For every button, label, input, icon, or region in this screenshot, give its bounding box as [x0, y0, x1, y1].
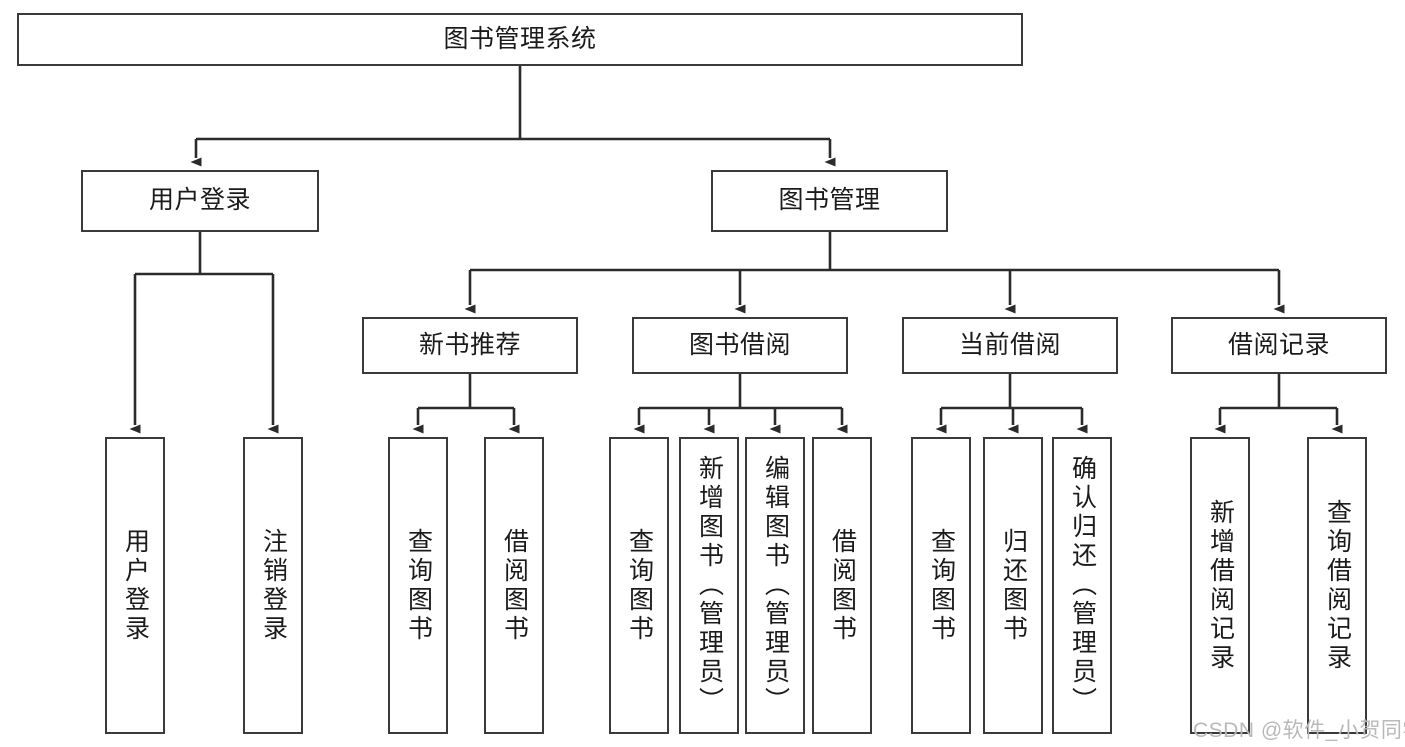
node-new-book-recommend-label: 新书推荐 — [418, 330, 521, 359]
node-leaf-borrow-book-2[interactable]: 借阅图书 — [812, 437, 872, 734]
node-root[interactable]: 图书管理系统 — [17, 13, 1023, 66]
node-leaf-confirm-return-admin-label: 确认归还（管理员） — [1068, 455, 1097, 716]
node-leaf-edit-book-admin-label: 编辑图书（管理员） — [761, 455, 790, 716]
node-leaf-borrow-book-2-label: 借阅图书 — [828, 527, 857, 644]
node-user-login-label: 用户登录 — [148, 186, 251, 215]
node-leaf-query-book-3[interactable]: 查询图书 — [911, 437, 971, 734]
node-book-manage[interactable]: 图书管理 — [711, 170, 948, 232]
node-leaf-return-book[interactable]: 归还图书 — [983, 437, 1043, 734]
node-leaf-add-record-label: 新增借阅记录 — [1206, 498, 1235, 673]
node-leaf-query-record[interactable]: 查询借阅记录 — [1307, 437, 1367, 734]
node-leaf-confirm-return-admin[interactable]: 确认归还（管理员） — [1052, 437, 1112, 734]
node-user-login[interactable]: 用户登录 — [81, 170, 319, 232]
node-leaf-add-book-admin-label: 新增图书（管理员） — [695, 455, 724, 716]
csdn-watermark: CSDN @软件_小贺同学 — [1193, 719, 1405, 742]
node-leaf-edit-book-admin[interactable]: 编辑图书（管理员） — [745, 437, 805, 734]
node-leaf-user-login-label: 用户登录 — [121, 527, 150, 644]
node-current-borrow[interactable]: 当前借阅 — [902, 317, 1118, 374]
node-root-label: 图书管理系统 — [443, 24, 597, 53]
node-leaf-add-record[interactable]: 新增借阅记录 — [1190, 437, 1250, 734]
node-leaf-user-login[interactable]: 用户登录 — [105, 437, 165, 734]
node-leaf-query-book-2[interactable]: 查询图书 — [609, 437, 669, 734]
node-book-borrow-label: 图书借阅 — [688, 330, 791, 359]
node-borrow-record-label: 借阅记录 — [1227, 330, 1330, 359]
node-leaf-add-book-admin[interactable]: 新增图书（管理员） — [679, 437, 739, 734]
node-leaf-return-book-label: 归还图书 — [999, 527, 1028, 644]
node-leaf-borrow-book-1-label: 借阅图书 — [500, 527, 529, 644]
node-borrow-record[interactable]: 借阅记录 — [1171, 317, 1387, 374]
node-leaf-query-record-label: 查询借阅记录 — [1323, 498, 1352, 673]
node-leaf-query-book-3-label: 查询图书 — [927, 527, 956, 644]
node-leaf-logout[interactable]: 注销登录 — [243, 437, 303, 734]
node-book-borrow[interactable]: 图书借阅 — [632, 317, 848, 374]
node-leaf-logout-label: 注销登录 — [259, 527, 288, 644]
node-leaf-query-book-2-label: 查询图书 — [625, 527, 654, 644]
node-new-book-recommend[interactable]: 新书推荐 — [362, 317, 578, 374]
node-leaf-query-book-1-label: 查询图书 — [404, 527, 433, 644]
node-current-borrow-label: 当前借阅 — [958, 330, 1061, 359]
node-book-manage-label: 图书管理 — [778, 186, 881, 215]
node-leaf-query-book-1[interactable]: 查询图书 — [388, 437, 448, 734]
node-leaf-borrow-book-1[interactable]: 借阅图书 — [484, 437, 544, 734]
